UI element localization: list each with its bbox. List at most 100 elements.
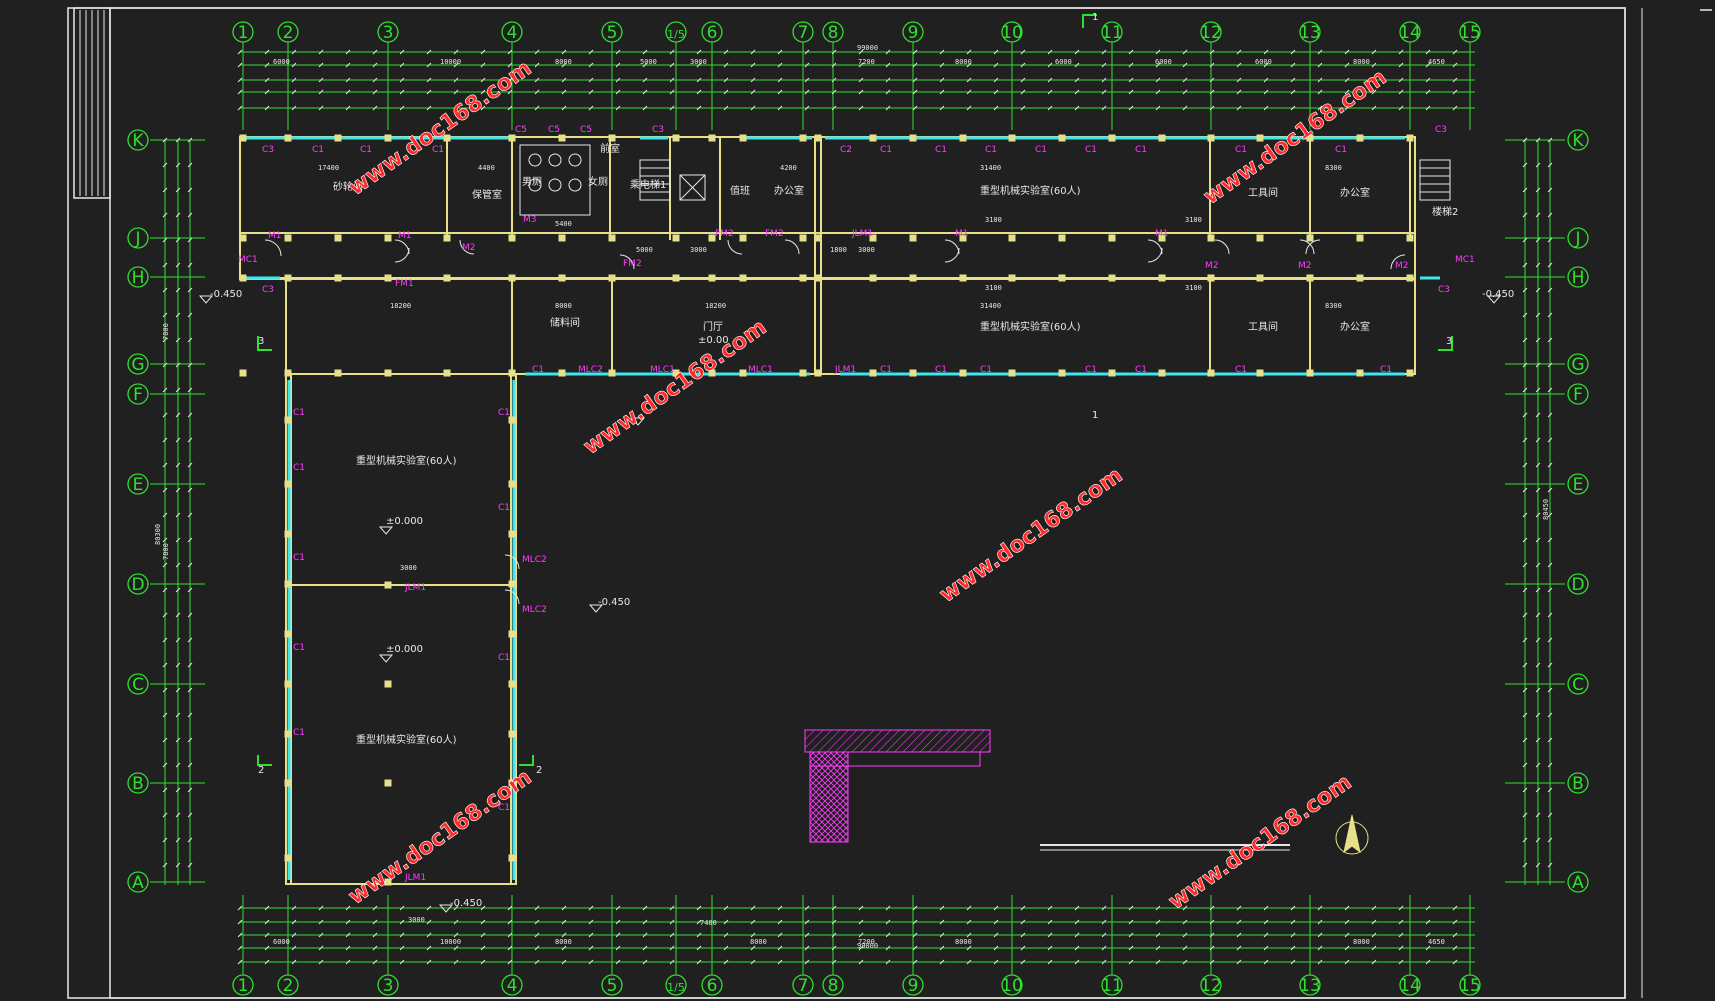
elev-right: -0.450 [1482, 289, 1514, 300]
column-axis-top-12-circle [1200, 21, 1222, 43]
structural-column [508, 580, 516, 588]
dim-tick [1020, 919, 1026, 925]
dim-tick [187, 862, 193, 868]
elev-hall-1: ±0.000 [386, 516, 423, 527]
column-axis-top-7-circle [792, 21, 814, 43]
dim-bot-5: 7200 [858, 938, 875, 946]
dim-tick [1547, 637, 1553, 643]
column-axis-bottom-3-label: 3 [383, 976, 394, 996]
dim-tick [588, 945, 594, 951]
room-office-middle: 办公室 [1340, 320, 1370, 333]
dim-tick [615, 919, 621, 925]
dim-tick [1263, 62, 1269, 68]
dim-tick [372, 105, 378, 111]
column-axis-top-9-label: 9 [908, 23, 919, 43]
dim-tick [1020, 49, 1026, 55]
dim-tick [777, 945, 783, 951]
column-axis-top-12-label: 12 [1200, 23, 1222, 43]
room-elevator: 乘电梯1 [630, 178, 666, 191]
dim-tick [162, 137, 168, 143]
column-axis-bottom-13-circle [1299, 974, 1321, 996]
dim-top-12: 4650 [1428, 58, 1445, 66]
dim-tick [1522, 762, 1528, 768]
room-lobby: 门厅 [703, 320, 723, 333]
dim-tick [162, 512, 168, 518]
row-axis-right-D: D [1567, 573, 1589, 595]
dim-3000-c: 3000 [400, 564, 417, 572]
structural-column [739, 274, 747, 282]
room-lab-north: 重型机械实验室(60人) [980, 184, 1081, 197]
structural-column [384, 134, 392, 142]
dim-tick [1317, 932, 1323, 938]
structural-column [284, 134, 292, 142]
dim-tick [264, 62, 270, 68]
dim-tick [1522, 712, 1528, 718]
dim-tick [345, 62, 351, 68]
dim-tick [162, 262, 168, 268]
structural-column [608, 234, 616, 242]
dim-tick [1452, 919, 1458, 925]
dim-tick [669, 959, 675, 965]
column-axis-bottom-14-circle [1399, 974, 1421, 996]
row-axis-left-C-circle [127, 673, 149, 695]
dim-tick [1155, 62, 1161, 68]
column-axis-bottom-9-label: 9 [908, 976, 919, 996]
dim-tick [162, 712, 168, 718]
dim-tick [1155, 959, 1161, 965]
column-axis-top-4-label: 4 [507, 23, 518, 43]
column-axis-bottom-11-circle [1101, 974, 1123, 996]
structural-column [1356, 369, 1364, 377]
dim-tick [1290, 105, 1296, 111]
dim-bot-4: 8000 [750, 938, 767, 946]
dim-tick [723, 919, 729, 925]
label-c1-k: C1 [1335, 145, 1347, 155]
dim-tick [399, 89, 405, 95]
dim-tick [1522, 362, 1528, 368]
room-lab-west-1: 重型机械实验室(60人) [356, 454, 457, 467]
structural-column [284, 730, 292, 738]
structural-column [334, 369, 342, 377]
dim-tick [1547, 762, 1553, 768]
structural-column [384, 369, 392, 377]
dim-tick [1547, 787, 1553, 793]
column-axis-bottom-15-circle [1459, 974, 1481, 996]
dim-tick [588, 105, 594, 111]
dim-tick [750, 905, 756, 911]
label-m1-b: M1 [398, 231, 412, 241]
dim-tick [696, 959, 702, 965]
room-tools-north: 工具间 [1248, 186, 1278, 199]
label-c1-l: C1 [532, 365, 544, 375]
dim-tick [1547, 462, 1553, 468]
dim-bot-6: 8000 [955, 938, 972, 946]
row-axis-right-H-label: H [1572, 268, 1585, 288]
dim-tick [1290, 945, 1296, 951]
row-axis-right-A-circle [1567, 871, 1589, 893]
dim-tick [885, 105, 891, 111]
dimension-text: 99000 99000 80300 80450 6000 10000 8000 … [154, 44, 1550, 950]
dim-tick [1317, 105, 1323, 111]
column-axis-top-1-label: 1 [238, 23, 249, 43]
dim-tick [291, 49, 297, 55]
dim-tick [1547, 237, 1553, 243]
dim-tick [804, 945, 810, 951]
column-axis-top-6-label: 6 [707, 23, 718, 43]
dim-top-5: 3000 [690, 58, 707, 66]
structural-column [1008, 369, 1016, 377]
dim-tick [175, 787, 181, 793]
column-axis-top-3: 3 [377, 21, 399, 43]
dim-tick [187, 437, 193, 443]
dim-tick [939, 919, 945, 925]
structural-column [608, 134, 616, 142]
dim-tick [1290, 62, 1296, 68]
dim-tick [507, 945, 513, 951]
dim-tick [1074, 49, 1080, 55]
dim-tick [885, 905, 891, 911]
dim-tick [912, 105, 918, 111]
dim-tick [1047, 89, 1053, 95]
dim-tick [885, 919, 891, 925]
dim-tick [534, 89, 540, 95]
dim-tick [175, 562, 181, 568]
dim-tick [291, 77, 297, 83]
dim-tick [1371, 105, 1377, 111]
dim-tick [858, 89, 864, 95]
